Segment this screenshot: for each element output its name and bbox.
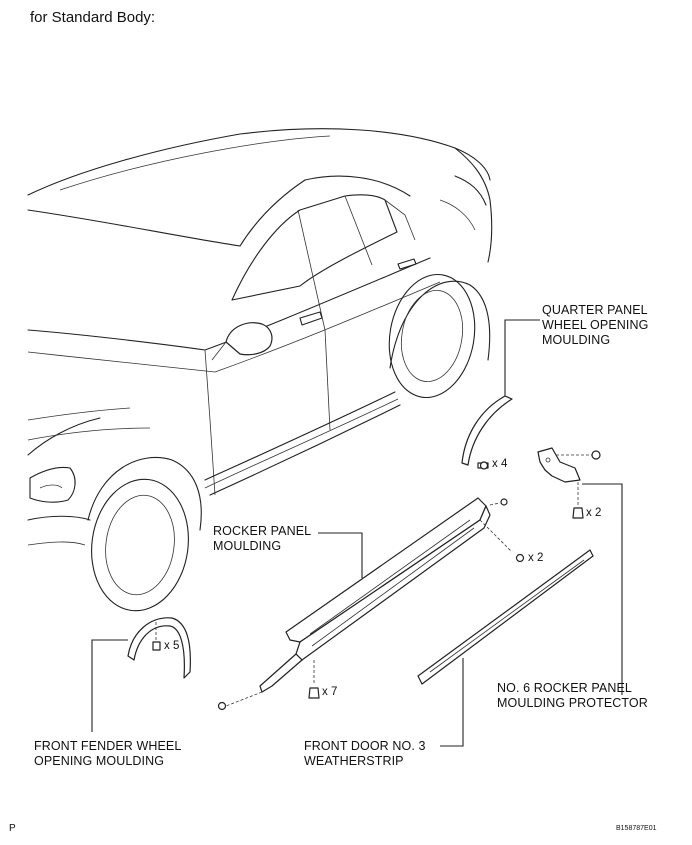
front-door-label-line2: WEATHERSTRIP [304, 754, 404, 768]
protector-bolt-qty: x 2 [586, 507, 602, 519]
front-door-leader [440, 658, 464, 747]
front-fender-leader [91, 639, 128, 732]
front-fender-moulding-part [127, 617, 191, 679]
fender-clip-qty: x 5 [164, 640, 180, 652]
front-door-label-line1: FRONT DOOR NO. 3 [304, 739, 426, 753]
rocker-top-clip-icon [500, 498, 508, 506]
quarter-panel-label-line3: MOULDING [542, 333, 611, 347]
rocker-end-clip-icon [217, 701, 227, 711]
footer-left-code: P [9, 823, 16, 834]
front-door-label: FRONT DOOR NO. 3 WEATHERSTRIP [304, 739, 426, 769]
page-title: for Standard Body: [30, 9, 156, 26]
car-body-illustration [27, 128, 493, 612]
no6-protector-leader [582, 483, 623, 695]
quarter-panel-leader [504, 319, 540, 396]
no6-protector-label: NO. 6 ROCKER PANEL MOULDING PROTECTOR [497, 681, 648, 711]
rocker-bolt-qty: x 7 [322, 686, 338, 698]
quarter-panel-label: QUARTER PANEL WHEEL OPENING MOULDING [542, 303, 648, 348]
rocker-clip-qty: x 2 [528, 552, 544, 564]
fender-clip-icon [152, 641, 161, 651]
rocker-panel-label-line2: MOULDING [213, 539, 282, 553]
quarter-clip-qty: x 4 [492, 458, 508, 470]
rocker-clip-icon [515, 553, 525, 563]
rocker-panel-leader [318, 532, 363, 578]
no6-protector-part [537, 447, 581, 483]
front-fender-label-line1: FRONT FENDER WHEEL [34, 739, 182, 753]
front-fender-label-line2: OPENING MOULDING [34, 754, 165, 768]
protector-bolt-icon [572, 507, 584, 519]
rocker-panel-moulding-part [259, 497, 491, 693]
quarter-panel-moulding-part [461, 395, 513, 466]
figure-id: B158787E01 [616, 825, 657, 832]
quarter-panel-label-line1: QUARTER PANEL [542, 303, 648, 317]
protector-clip-icon [591, 450, 601, 460]
quarter-clip-icon [477, 461, 489, 470]
rocker-panel-label: ROCKER PANEL MOULDING [213, 524, 311, 554]
no6-protector-label-line1: NO. 6 ROCKER PANEL [497, 681, 632, 695]
rocker-bolt-icon [308, 687, 320, 699]
rocker-panel-label-line1: ROCKER PANEL [213, 524, 312, 538]
front-door-weatherstrip-part [417, 549, 594, 685]
quarter-panel-label-line2: WHEEL OPENING [542, 318, 649, 332]
no6-protector-label-line2: MOULDING PROTECTOR [497, 696, 648, 710]
front-fender-label: FRONT FENDER WHEEL OPENING MOULDING [34, 739, 181, 769]
